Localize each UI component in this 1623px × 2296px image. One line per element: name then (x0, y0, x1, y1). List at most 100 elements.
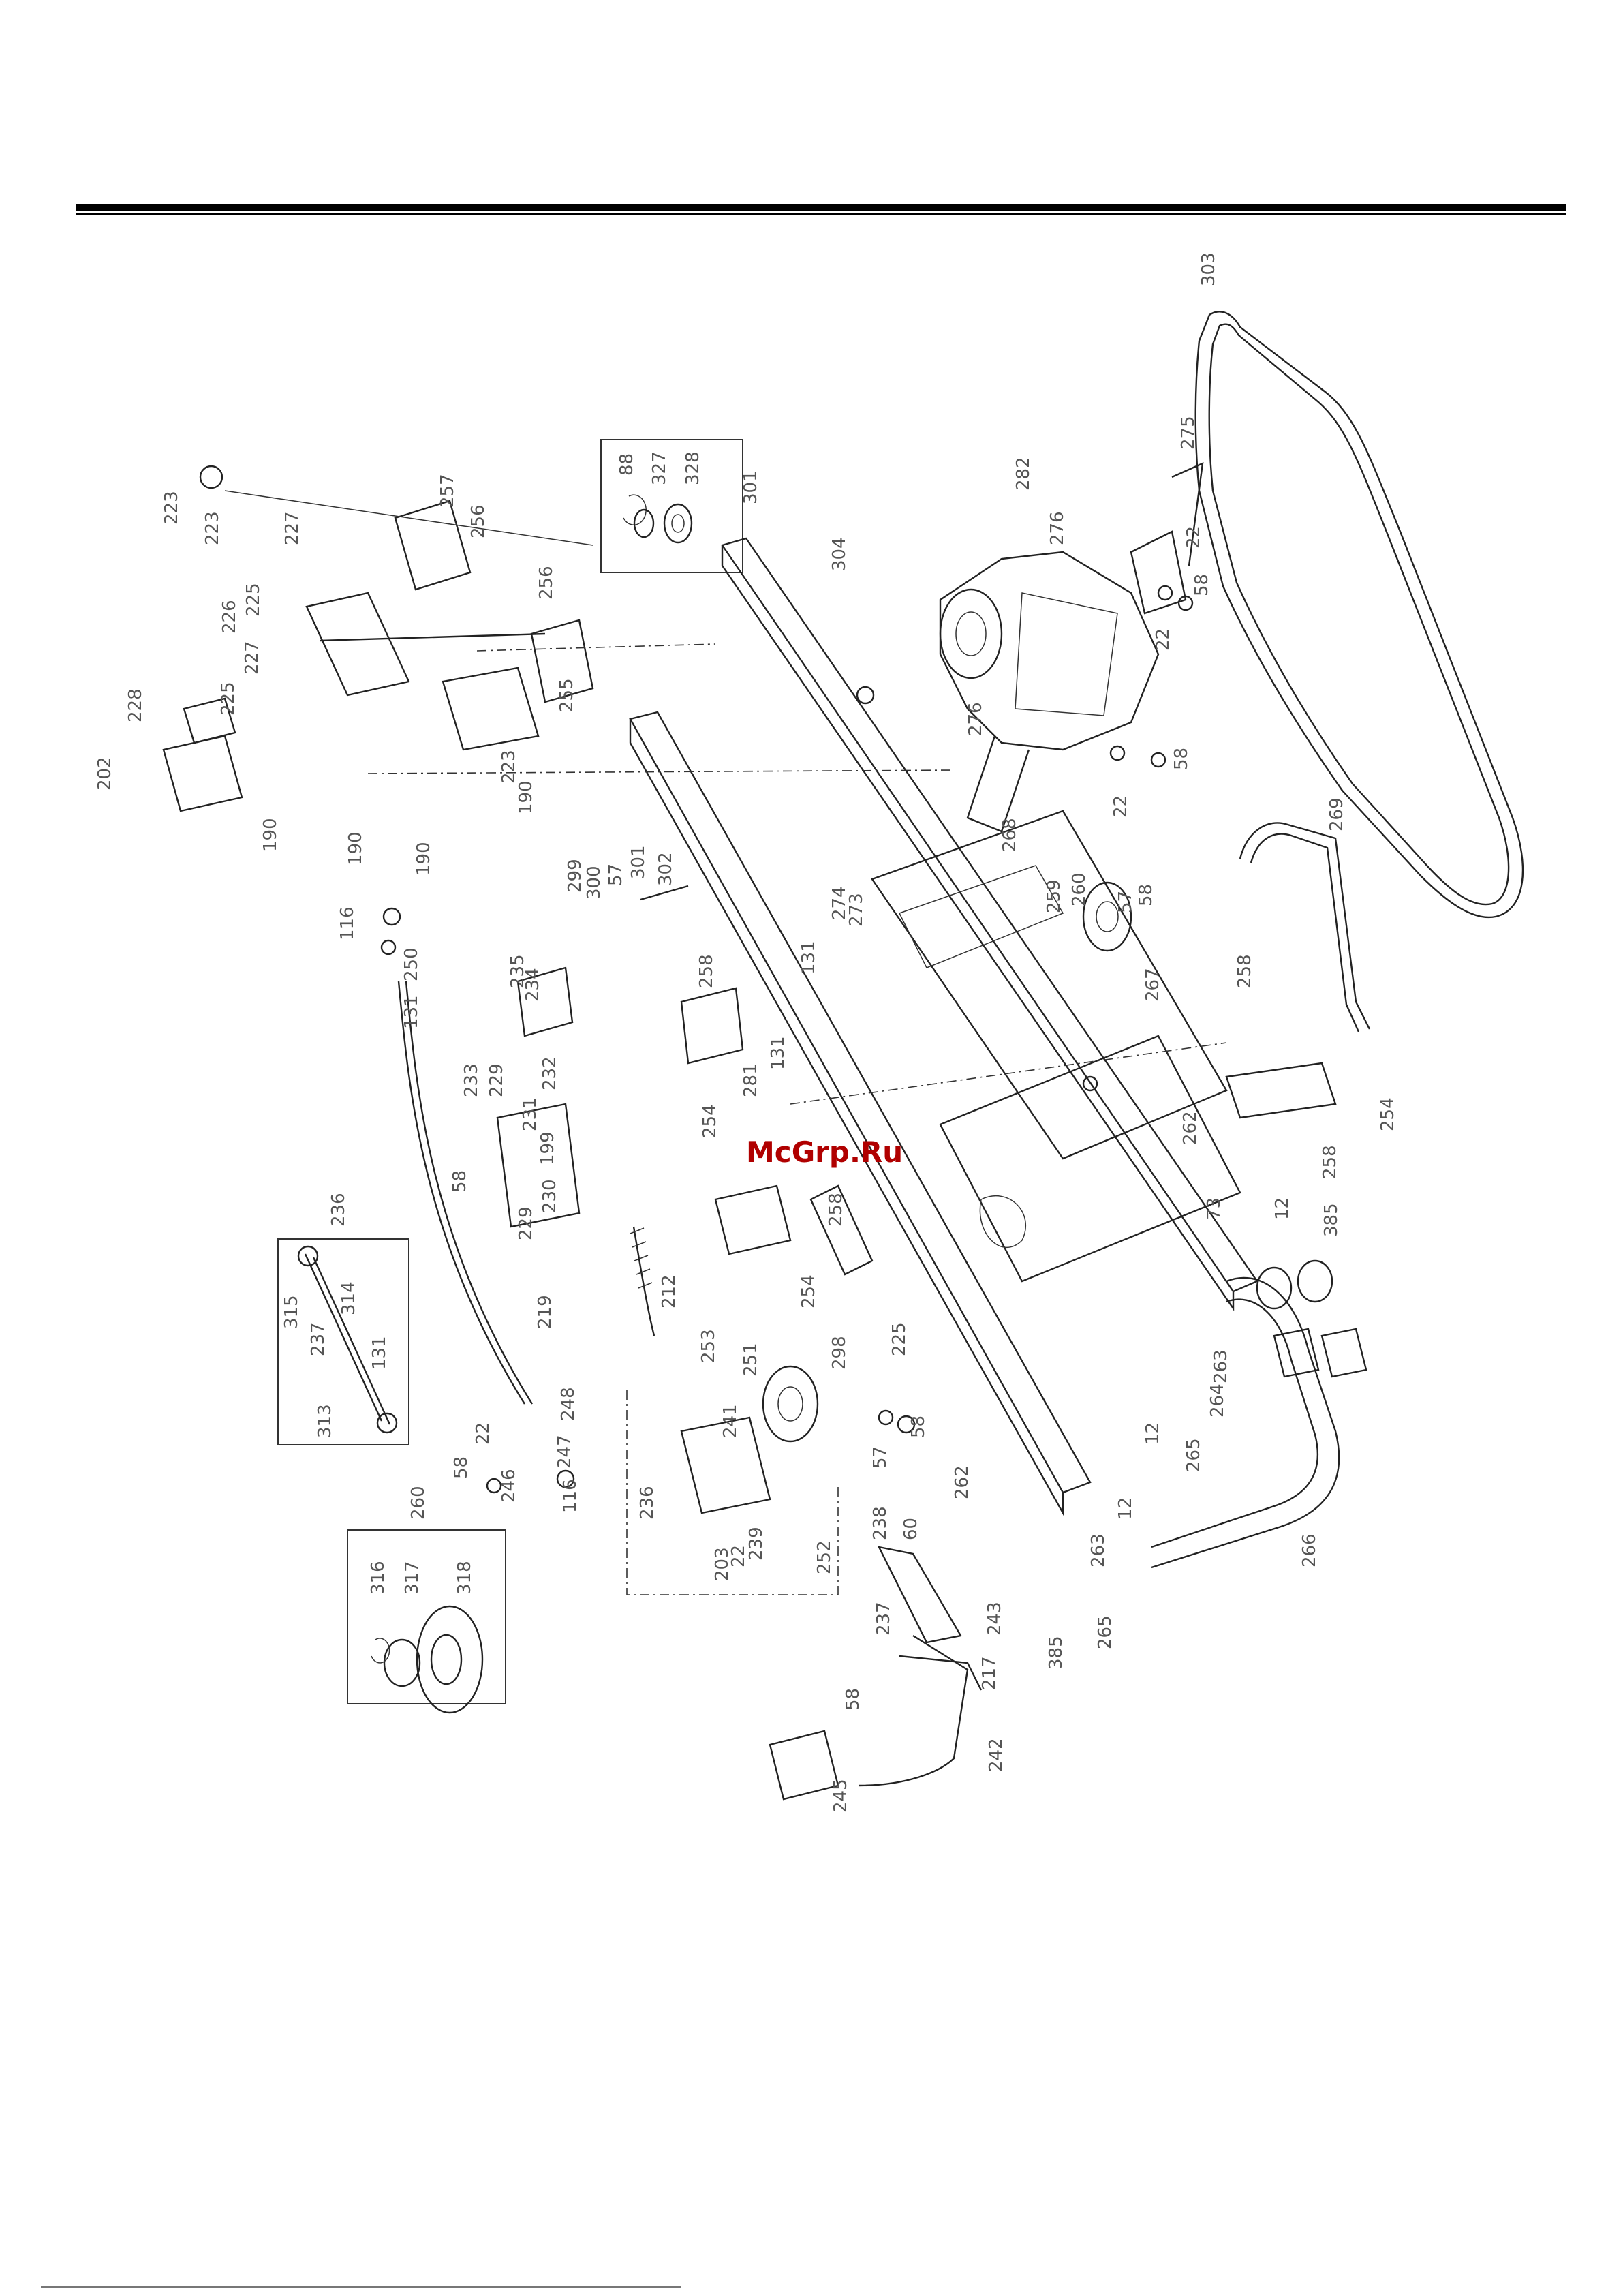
part-labels: 303 275 282 276 22 58 22 276 58 22 304 3… (95, 252, 1398, 1813)
part-label: 263 (1088, 1533, 1109, 1567)
part-label: 254 (799, 1274, 819, 1308)
part-label: 248 (558, 1387, 578, 1421)
part-label: 275 (1178, 416, 1199, 450)
inset-236 (277, 1238, 409, 1445)
part-label: 217 (979, 1656, 1000, 1690)
part-label: 298 (829, 1336, 850, 1370)
part-label: 57 (606, 863, 626, 886)
part-label: 267 (1143, 968, 1163, 1002)
part-label: 58 (451, 1456, 472, 1479)
part-label: 58 (908, 1415, 929, 1438)
part-label: 219 (535, 1295, 555, 1329)
inset-301 (600, 439, 743, 573)
part-label: 223 (499, 750, 519, 784)
part-label: 232 (540, 1056, 560, 1090)
part-label: 252 (814, 1540, 835, 1574)
part-label: 264 (1207, 1383, 1228, 1418)
part-label: 281 (741, 1063, 761, 1097)
part-label: 301 (628, 845, 649, 879)
part-label: 282 (1013, 457, 1034, 491)
watermark: McGrp.Ru (746, 1135, 903, 1169)
part-label: 241 (720, 1404, 741, 1438)
part-label: 265 (1184, 1438, 1204, 1472)
fasteners (380, 585, 1194, 1494)
part-label: 245 (831, 1779, 851, 1813)
part-label: 316 (368, 1561, 388, 1595)
part-label: 266 (1299, 1533, 1320, 1567)
part-label: 246 (499, 1469, 519, 1503)
part-label: 260 (1069, 872, 1089, 906)
part-label: 230 (540, 1179, 560, 1213)
part-label: 131 (401, 995, 422, 1029)
part-label: 203 (712, 1547, 732, 1581)
part-label: 328 (683, 451, 703, 485)
part-label: 226 (219, 600, 240, 634)
part-label: 268 (1000, 818, 1020, 852)
part-label: 239 (746, 1527, 767, 1561)
part-label: 255 (557, 678, 577, 712)
part-label: 262 (952, 1465, 972, 1499)
part-label: 228 (125, 688, 146, 722)
part-label: 190 (516, 780, 536, 814)
part-label: 318 (454, 1561, 475, 1595)
part-label: 231 (520, 1097, 540, 1131)
part-label: 225 (889, 1322, 910, 1356)
part-label: 299 (565, 859, 585, 893)
part-label: 301 (741, 470, 761, 504)
part-label: 256 (536, 566, 557, 600)
part-label: 385 (1046, 1636, 1066, 1670)
part-label: 315 (281, 1295, 302, 1329)
part-label: 202 (95, 756, 115, 791)
part-label: 225 (218, 682, 238, 716)
part-label: 273 (846, 893, 867, 927)
part-label: 223 (202, 511, 223, 545)
part-label: 73 (1204, 1197, 1224, 1220)
part-label: 236 (637, 1486, 658, 1520)
part-label: 233 (461, 1063, 482, 1097)
part-label: 58 (843, 1688, 863, 1711)
part-label: 256 (468, 504, 489, 538)
part-label: 131 (768, 1036, 788, 1070)
part-label: 258 (696, 954, 717, 988)
middle-components (496, 881, 1132, 1514)
main-frame (629, 537, 1258, 1516)
part-label: 58 (450, 1170, 470, 1193)
pedal-bracket-assembly (162, 465, 594, 812)
part-label: 12 (1143, 1422, 1163, 1445)
part-label: 131 (369, 1336, 390, 1370)
part-label: 238 (870, 1506, 891, 1540)
part-label: 300 (584, 866, 604, 900)
part-label: 258 (826, 1193, 846, 1227)
part-label: 242 (986, 1738, 1006, 1772)
part-label: 22 (1111, 795, 1131, 818)
part-label: 58 (1192, 574, 1212, 596)
part-label: 225 (243, 583, 264, 617)
part-label: 58 (1171, 748, 1192, 770)
part-label: 22 (473, 1422, 493, 1445)
part-label: 254 (1378, 1097, 1398, 1131)
part-label: 274 (829, 886, 850, 920)
part-label: 303 (1199, 252, 1219, 286)
part-label: 259 (1044, 879, 1064, 913)
part-label: 237 (308, 1322, 328, 1356)
part-label: 235 (508, 954, 528, 988)
part-label: 254 (700, 1104, 720, 1138)
part-label: 190 (414, 842, 434, 876)
part-label: 253 (698, 1329, 719, 1363)
part-label: 116 (337, 906, 358, 940)
part-label: 229 (516, 1206, 536, 1240)
inset-260 (347, 1529, 506, 1714)
part-label: 234 (523, 968, 543, 1002)
part-label: 12 (1115, 1497, 1136, 1520)
drive-belt (1194, 311, 1524, 919)
lower-pedal-linkage (769, 1546, 983, 1801)
part-label: 262 (1180, 1111, 1201, 1145)
part-label: 116 (560, 1479, 581, 1513)
part-label: 317 (402, 1561, 422, 1595)
part-label: 22 (1184, 526, 1204, 549)
transaxle (939, 462, 1204, 833)
header-rule (76, 204, 1566, 215)
part-label: 131 (799, 940, 819, 975)
part-label: 22 (1153, 628, 1173, 651)
